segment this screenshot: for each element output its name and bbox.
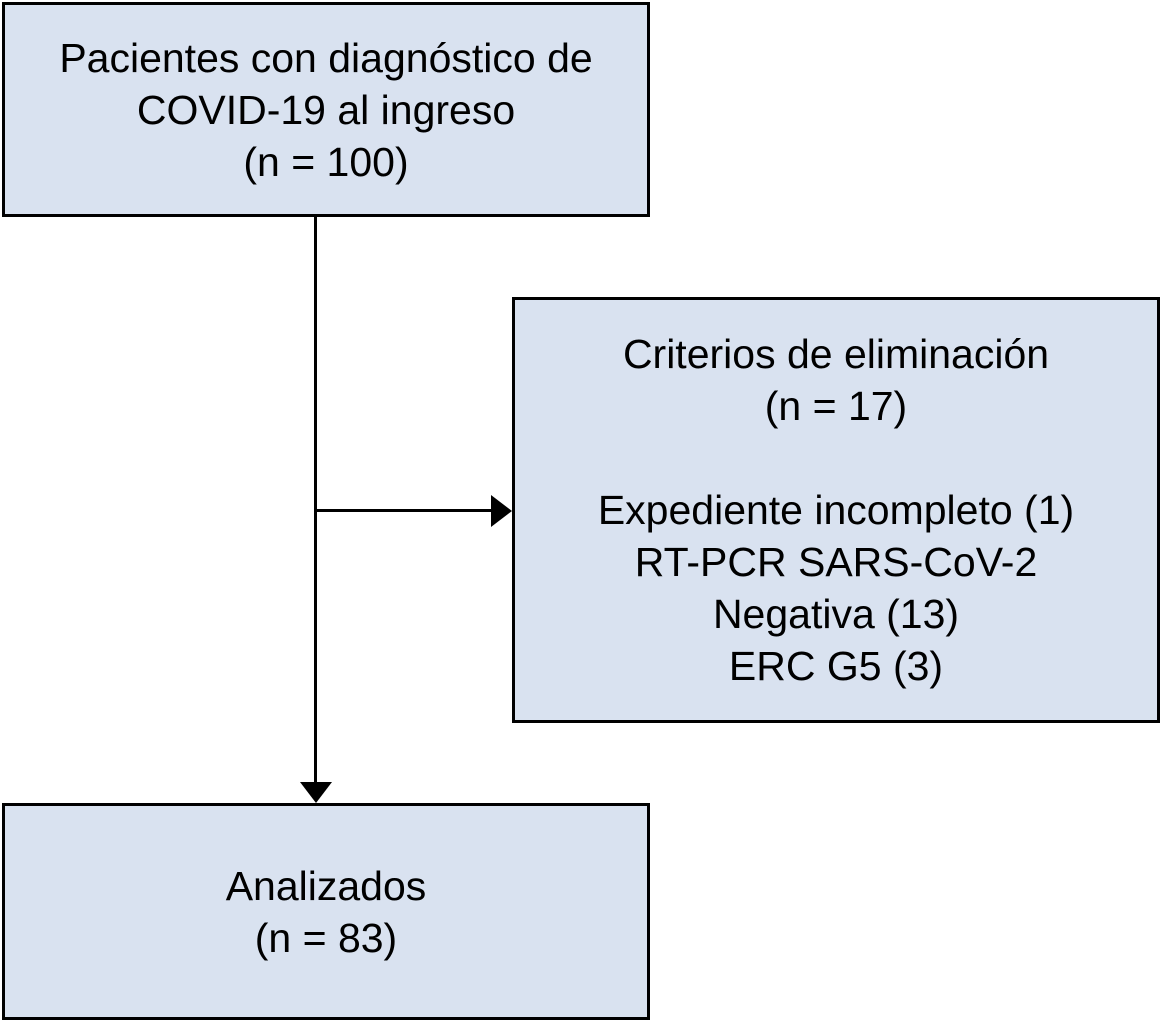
box-elimination-item-2: RT-PCR SARS-CoV-2 xyxy=(634,539,1038,585)
box-enrollment-line-2: COVID-19 al ingreso xyxy=(136,86,516,133)
box-enrollment-line-1: Pacientes con diagnóstico de xyxy=(59,34,593,81)
box-elimination-item-1: Expediente incompleto (1) xyxy=(597,487,1075,533)
box-elimination-item-3: Negativa (13) xyxy=(712,591,960,637)
box-elimination-item-4: ERC G5 (3) xyxy=(728,643,944,689)
arrowhead-right xyxy=(491,495,512,527)
box-analyzed-title: Analizados xyxy=(225,862,427,909)
box-elimination-spacer xyxy=(515,432,1157,484)
box-analyzed: Analizados (n = 83) xyxy=(2,803,650,1020)
box-elimination-title: Criterios de eliminación xyxy=(622,331,1050,377)
box-elimination-count: (n = 17) xyxy=(764,383,908,429)
connector-horizontal xyxy=(316,509,492,512)
box-elimination-criteria: Criterios de eliminación (n = 17) Expedi… xyxy=(512,297,1160,723)
box-enrollment: Pacientes con diagnóstico de COVID-19 al… xyxy=(2,2,650,217)
arrowhead-down xyxy=(300,782,332,803)
box-analyzed-count: (n = 83) xyxy=(254,914,398,961)
box-enrollment-count: (n = 100) xyxy=(243,138,409,185)
connector-vertical xyxy=(314,217,317,783)
